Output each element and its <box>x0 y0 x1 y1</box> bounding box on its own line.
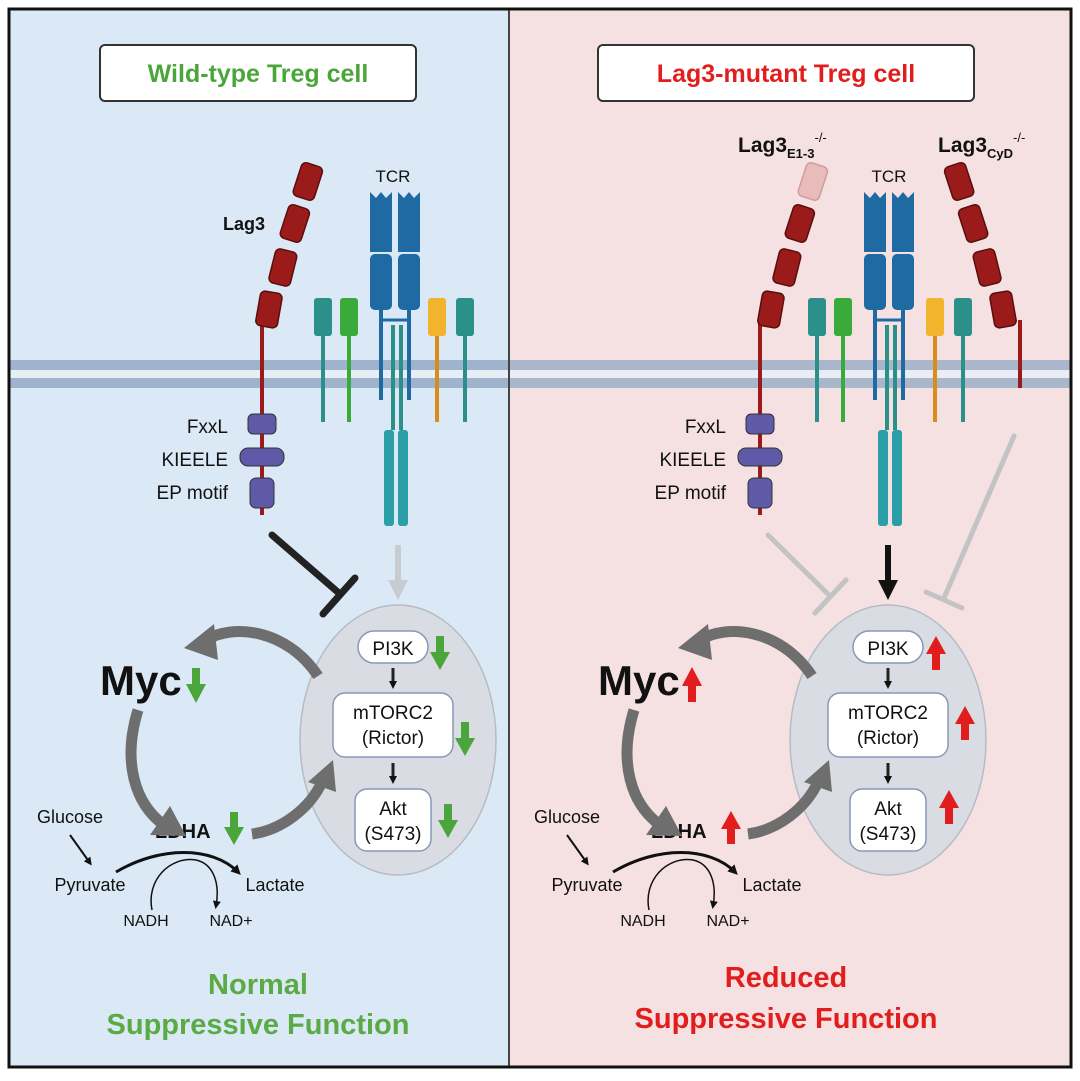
cell-membrane <box>510 360 1070 388</box>
kieele-motif <box>737 447 783 467</box>
kieele-motif <box>239 447 285 467</box>
feedback-loop-arrows <box>125 624 336 840</box>
title-box <box>99 44 417 102</box>
glycolysis-reaction <box>612 851 738 911</box>
up-arrow-myc <box>682 667 702 702</box>
down-arrow-mtorc2 <box>455 722 475 756</box>
lag3-e1-3-mutant-receptor <box>737 161 829 515</box>
outcome-line-1: Normal <box>208 969 308 1001</box>
panel-title: Wild-type Treg cell <box>148 60 369 88</box>
lag3-e1-3-label: Lag3E1-3-/- <box>738 130 827 161</box>
akt-label: Akt <box>379 799 407 820</box>
lag3-cyd-label: Lag3CyD-/- <box>938 130 1025 161</box>
tcr-signal-arrow <box>878 545 898 600</box>
nadh-label: NADH <box>620 913 665 930</box>
feedback-loop-arrows <box>621 624 832 840</box>
deleted-domain <box>797 161 829 201</box>
lag3-receptor <box>239 161 324 515</box>
panel-title: Lag3-mutant Treg cell <box>657 60 915 88</box>
akt-sublabel: (S473) <box>859 824 916 845</box>
tcr-signal-arrow <box>388 545 408 600</box>
up-arrow-pi3k <box>926 636 946 670</box>
mtorc2-sublabel: (Rictor) <box>857 728 919 749</box>
nad-label: NAD+ <box>706 913 749 930</box>
outcome-line-2: Suppressive Function <box>107 1009 410 1041</box>
tcr-label: TCR <box>872 167 907 186</box>
mtorc2-box <box>332 692 454 758</box>
outcome-line-2: Suppressive Function <box>635 1003 938 1035</box>
ep-motif <box>747 477 773 509</box>
akt-box <box>849 788 927 852</box>
fxxl-motif <box>247 413 277 435</box>
akt-label: Akt <box>874 799 902 820</box>
cell-membrane <box>10 360 508 388</box>
tcr-label: TCR <box>376 167 411 186</box>
mtorc2-label: mTORC2 <box>848 703 928 724</box>
outcome-line-1: Reduced <box>725 962 847 994</box>
myc-label: Myc <box>100 657 182 704</box>
pyruvate-label: Pyruvate <box>551 875 622 895</box>
nad-label: NAD+ <box>209 913 252 930</box>
motif-label-fxxl: FxxL <box>187 417 228 438</box>
lag3-mutant-panel: Lag3-mutant Treg cell Lag3E1-3-/- FxxL K… <box>510 10 1070 1066</box>
motif-label-fxxl: FxxL <box>685 417 726 438</box>
wild-type-panel: Wild-type Treg cell Lag3 FxxL KIEELE EP … <box>10 10 508 1066</box>
up-arrow-mtorc2 <box>955 706 975 740</box>
fxxl-motif <box>745 413 775 435</box>
down-arrow-pi3k <box>430 636 450 670</box>
figure-frame <box>7 7 1073 1069</box>
glucose-label: Glucose <box>534 807 600 827</box>
tcr-complex <box>314 192 474 526</box>
motif-label-kieele: KIEELE <box>659 450 726 471</box>
myc-label: Myc <box>598 657 680 704</box>
lag3-cyd-mutant-receptor <box>943 161 1022 388</box>
glycolysis-reaction <box>115 851 241 911</box>
mtorc2-sublabel: (Rictor) <box>362 728 424 749</box>
pi3k-label: PI3K <box>372 639 414 660</box>
down-arrow-ldha <box>224 812 244 845</box>
motif-label-ep: EP motif <box>157 483 229 504</box>
tcr-complex <box>808 192 972 526</box>
pi3k-box <box>357 630 429 664</box>
motif-label-ep: EP motif <box>655 483 727 504</box>
nadh-label: NADH <box>123 913 168 930</box>
akt-box <box>354 788 432 852</box>
up-arrow-akt <box>939 790 959 824</box>
lag3-inhibition <box>268 531 359 618</box>
title-box <box>597 44 975 102</box>
lag3-label: Lag3 <box>223 214 265 234</box>
pi3k-box <box>852 630 924 664</box>
up-arrow-ldha <box>721 811 741 844</box>
down-arrow-akt <box>438 804 458 838</box>
lactate-label: Lactate <box>245 875 304 895</box>
pyruvate-label: Pyruvate <box>54 875 125 895</box>
mtorc2-box <box>827 692 949 758</box>
down-arrow-myc <box>186 668 206 703</box>
pi3k-label: PI3K <box>867 639 909 660</box>
glucose-label: Glucose <box>37 807 103 827</box>
weak-inhibition-left <box>765 532 849 616</box>
panel-background <box>510 10 1070 1066</box>
weak-inhibition-right <box>923 433 1017 611</box>
ep-motif <box>249 477 275 509</box>
akt-sublabel: (S473) <box>364 824 421 845</box>
mtorc2-label: mTORC2 <box>353 703 433 724</box>
panel-background <box>10 10 508 1066</box>
motif-label-kieele: KIEELE <box>161 450 228 471</box>
lactate-label: Lactate <box>742 875 801 895</box>
